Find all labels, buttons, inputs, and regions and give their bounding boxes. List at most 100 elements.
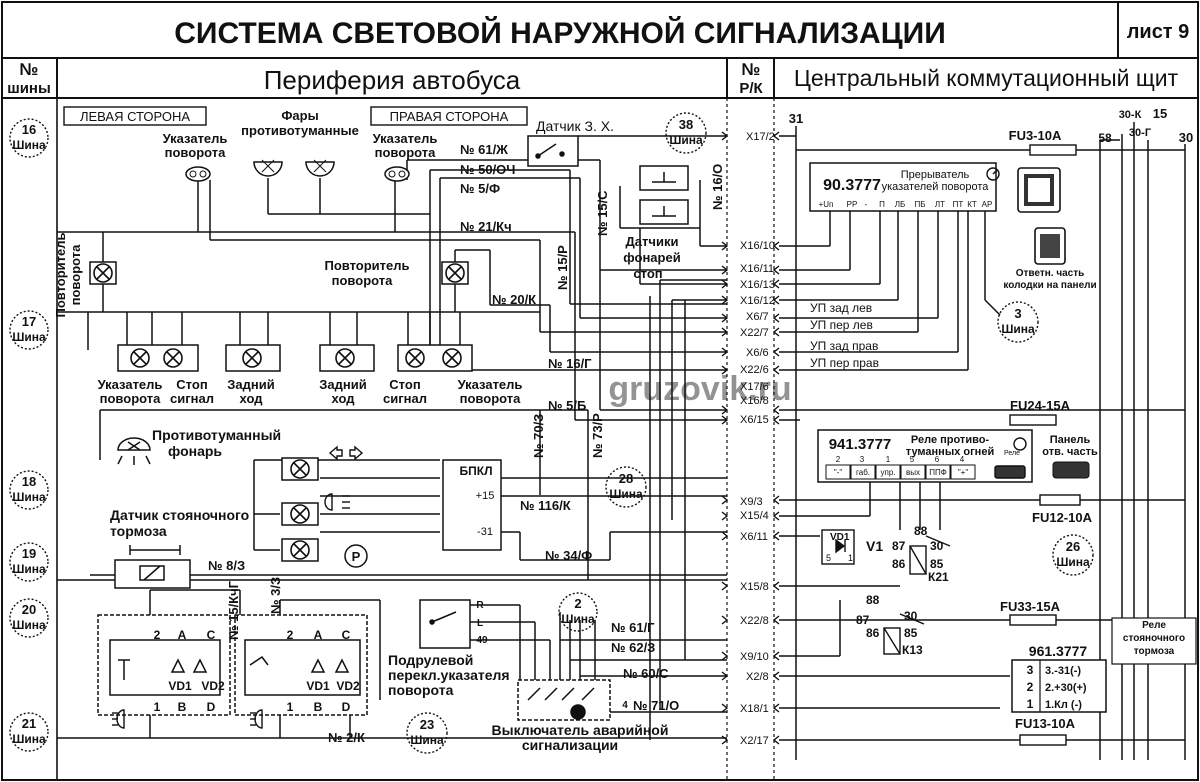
svg-text:FU13-10A: FU13-10A bbox=[1015, 716, 1076, 731]
repeater-left-label-1: Повторитель bbox=[53, 232, 68, 317]
fog-lamps-label-2: противотуманные bbox=[241, 123, 359, 138]
wire-5b: № 5/Б bbox=[548, 398, 586, 413]
central-header: Центральный коммутационный щит bbox=[794, 65, 1179, 91]
reverse-sensor-switch bbox=[527, 135, 579, 167]
svg-text:+Uп: +Uп bbox=[819, 200, 834, 209]
rear-light-block-left bbox=[117, 344, 281, 372]
repeater-right bbox=[441, 261, 469, 285]
svg-text:ЛБ: ЛБ bbox=[895, 200, 906, 209]
svg-text:23: 23 bbox=[420, 717, 434, 732]
turn-right-label-1: Указатель bbox=[373, 131, 438, 146]
column-switch-pin-r: R bbox=[476, 600, 484, 611]
rl-turn-label-2: поворота bbox=[100, 391, 161, 406]
svg-text:ППФ: ППФ bbox=[929, 468, 947, 477]
svg-text:Шина: Шина bbox=[1001, 322, 1035, 336]
k21-pin-30: 30 bbox=[930, 539, 944, 553]
k13-label: К13 bbox=[902, 643, 923, 657]
indicator-lamps bbox=[281, 457, 319, 562]
svg-text:туманных огней: туманных огней bbox=[906, 446, 994, 458]
k21-label: К21 bbox=[928, 570, 949, 584]
svg-text:3: 3 bbox=[1014, 306, 1021, 321]
svg-text:941.3777: 941.3777 bbox=[829, 436, 892, 453]
svg-text:БПКЛ: БПКЛ bbox=[460, 464, 493, 478]
rk-number-header: № bbox=[742, 60, 761, 79]
parking-brake-relay: 961.3777 3 3.-31(-) 2 2.+30(+) 1 1.Кл (-… bbox=[1011, 643, 1107, 713]
bus-19: 19 Шина bbox=[9, 542, 49, 582]
column-switch-label-1: Подрулевой bbox=[388, 652, 473, 668]
svg-text:19: 19 bbox=[22, 546, 36, 561]
svg-text:ПБ: ПБ bbox=[915, 200, 926, 209]
svg-text:Шина: Шина bbox=[12, 562, 46, 576]
wire-34f: № 34/Ф bbox=[545, 548, 592, 563]
wire-16o: № 16/О bbox=[710, 164, 725, 210]
repeater-right-label-2: поворота bbox=[332, 273, 393, 288]
diode-v1 bbox=[821, 529, 855, 565]
module-right-vd1: VD1 bbox=[306, 679, 330, 693]
rear-light-block-right bbox=[319, 344, 473, 372]
connector-x9-10: X9/10 bbox=[740, 651, 769, 663]
bus-30k-label: 30-К bbox=[1119, 109, 1142, 121]
svg-text:2: 2 bbox=[836, 455, 841, 464]
wire-60s: № 60/С bbox=[623, 666, 669, 681]
rr-rev-label-1: Задний bbox=[319, 377, 366, 392]
wire-21kch: № 21/Кч bbox=[460, 219, 512, 234]
svg-text:"+": "+" bbox=[958, 468, 969, 477]
turn-left-label-2: поворота bbox=[165, 145, 226, 160]
fog-headlamp-left bbox=[253, 159, 283, 177]
svg-text:18: 18 bbox=[22, 474, 36, 489]
wire-2k: № 2/К bbox=[328, 730, 365, 745]
wire-73r: № 73/Р bbox=[590, 413, 605, 458]
connector-x22-8: X22/8 bbox=[740, 615, 769, 627]
connector-x16-11: X16/11 bbox=[740, 263, 774, 275]
rl-stop-label-2: сигнал bbox=[170, 391, 214, 406]
parking-brake-sensor bbox=[114, 545, 191, 589]
wire-83: № 8/З bbox=[208, 558, 245, 573]
sensor-zx-label: Датчик З. Х. bbox=[536, 118, 614, 134]
connector-x16-13: X16/13 bbox=[740, 279, 775, 291]
periphery-header: Периферия автобуса bbox=[264, 65, 521, 95]
svg-text:1.Кл (-): 1.Кл (-) bbox=[1045, 699, 1082, 711]
connector-x2-8: X2/8 bbox=[746, 671, 769, 683]
rr-turn-label-2: поворота bbox=[460, 391, 521, 406]
fog-headlamp-right bbox=[305, 159, 335, 177]
up-front-left: УП пер лев bbox=[810, 318, 873, 332]
column-switch-pin-l: L bbox=[477, 618, 483, 629]
bus-58-label: 58 bbox=[1098, 131, 1112, 145]
module-lamp-icons bbox=[112, 709, 263, 729]
svg-text:3: 3 bbox=[1027, 663, 1034, 677]
parking-brake-icon: P bbox=[344, 544, 368, 568]
rl-turn-label-1: Указатель bbox=[98, 377, 163, 392]
rr-stop-label-2: сигнал bbox=[383, 391, 427, 406]
watermark: gruzovik.ru bbox=[608, 370, 791, 408]
fuse-fu3: FU3-10A bbox=[1009, 128, 1077, 156]
svg-text:21: 21 bbox=[22, 716, 36, 731]
bus-18: 18 Шина bbox=[9, 470, 49, 510]
svg-text:стояночного: стояночного bbox=[1123, 633, 1185, 644]
vd1-central: VD1 bbox=[830, 532, 850, 543]
svg-text:1: 1 bbox=[886, 455, 891, 464]
hazard-label-2: сигнализации bbox=[522, 737, 618, 753]
stop-lamp-sensors bbox=[639, 165, 689, 225]
connector-x16-12: X16/12 bbox=[740, 295, 775, 307]
reverse-lamp-module-left bbox=[97, 614, 231, 716]
column-switch-label-2: перекл.указателя bbox=[388, 667, 510, 683]
panel-connector-icon bbox=[1052, 461, 1090, 479]
rear-fog-label-2: фонарь bbox=[168, 443, 222, 459]
module-right-vd2: VD2 bbox=[336, 679, 360, 693]
relay-k21 bbox=[909, 535, 951, 575]
up-rear-left: УП зад лев bbox=[810, 301, 872, 315]
svg-text:Шина: Шина bbox=[609, 487, 643, 501]
wire-623: № 62/З bbox=[611, 640, 655, 655]
rl-rev-label-2: ход bbox=[240, 391, 264, 406]
k13-pin-85: 85 bbox=[904, 626, 918, 640]
svg-text:-31: -31 bbox=[477, 526, 493, 538]
module-right-pin-B: B bbox=[314, 700, 323, 714]
park-relay-note: Реле стояночного тормоза bbox=[1111, 617, 1197, 665]
svg-text:"-": "-" bbox=[834, 468, 843, 477]
hazard-pin-4: 4 bbox=[622, 700, 628, 711]
connector-x16-8: X16/8 bbox=[740, 395, 769, 407]
rk-label-header: Р/К bbox=[739, 80, 763, 97]
svg-text:17: 17 bbox=[22, 314, 36, 329]
svg-text:РР: РР bbox=[847, 200, 858, 209]
